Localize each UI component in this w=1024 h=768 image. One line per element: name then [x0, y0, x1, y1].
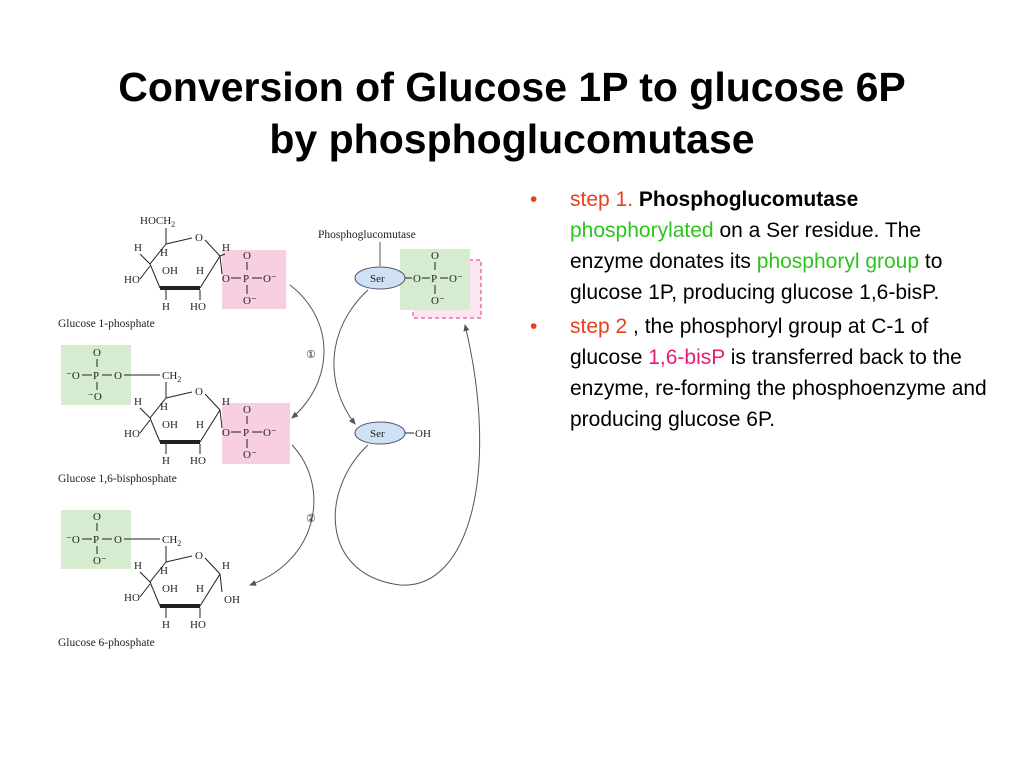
- svg-text:H: H: [196, 265, 204, 277]
- svg-text:HO: HO: [190, 619, 206, 631]
- svg-text:P: P: [93, 534, 99, 546]
- svg-text:H: H: [160, 401, 168, 413]
- bullet-text-segment: to glucose 1P, producing glucose 1,6-bis…: [570, 250, 943, 304]
- svg-text:⁻O: ⁻O: [66, 534, 80, 546]
- bullet-item-2: • step 2 , the phosphoryl group at C-1 of…: [530, 311, 990, 435]
- bullet-text-segment: on a Ser residue. The enzyme donates its: [570, 219, 922, 273]
- bullet-text-segment: Phosphoglucomutase: [638, 188, 859, 211]
- svg-text:O: O: [222, 427, 230, 439]
- svg-text:O⁻: O⁻: [449, 273, 463, 285]
- explanation-bullets: • step 1. Phosphoglucomutase phosphorylat…: [530, 184, 990, 438]
- svg-text:H: H: [134, 242, 142, 254]
- svg-text:O: O: [93, 511, 101, 523]
- svg-text:O⁻: O⁻: [93, 555, 107, 567]
- svg-text:HOCH2: HOCH2: [140, 215, 175, 229]
- svg-text:O: O: [243, 250, 251, 262]
- svg-text:O: O: [114, 370, 122, 382]
- bullet-marker: •: [530, 315, 538, 338]
- svg-text:OH: OH: [162, 583, 178, 595]
- phosphate-highlight-g6p: [61, 510, 131, 569]
- svg-text:O⁻: O⁻: [263, 273, 277, 285]
- svg-text:CH2: CH2: [162, 534, 181, 548]
- svg-text:⁻O: ⁻O: [88, 391, 102, 403]
- svg-text:O⁻: O⁻: [431, 295, 445, 307]
- enzyme-label: Phosphoglucomutase: [318, 229, 416, 241]
- bullet-text-segment: phosphoryl group: [756, 250, 920, 273]
- caption-glucose-1-phosphate: Glucose 1-phosphate: [58, 318, 155, 330]
- step2-arrow-to-g6p: [249, 444, 315, 586]
- bullet-text-segment: 1,6-bisP: [648, 346, 725, 369]
- svg-text:OH: OH: [224, 594, 240, 606]
- title-line-2: by phosphoglucomutase: [269, 116, 755, 163]
- svg-text:O: O: [195, 386, 203, 398]
- step1-arrow-enzyme-to-ser: [333, 289, 369, 425]
- svg-text:O: O: [431, 250, 439, 262]
- glucose-1-phosphate-structure: HOCH2 O H H HO OH H H HO H O P O⁻ O O⁻: [124, 215, 277, 313]
- svg-text:O: O: [195, 550, 203, 562]
- svg-text:H: H: [222, 242, 230, 254]
- svg-text:O⁻: O⁻: [243, 449, 257, 461]
- step1-arrow-to-bisphosphate: [289, 284, 325, 419]
- ser-oh-enzyme: Ser OH: [354, 421, 431, 445]
- bullet-item-1: • step 1. Phosphoglucomutase phosphorylat…: [530, 184, 990, 308]
- svg-text:H: H: [162, 619, 170, 631]
- svg-text:HO: HO: [124, 274, 140, 286]
- svg-text:Ser: Ser: [370, 428, 385, 440]
- svg-text:H: H: [134, 396, 142, 408]
- ser-phosphate-enzyme: Ser O P O⁻ O O⁻: [354, 250, 463, 307]
- svg-text:P: P: [431, 273, 437, 285]
- phosphate-highlight-g1p: [222, 250, 286, 309]
- svg-text:Ser: Ser: [370, 273, 385, 285]
- bullet-text-segment: , the phosphoryl group at C-1 of glucose: [570, 315, 929, 369]
- svg-text:O: O: [243, 404, 251, 416]
- svg-text:H: H: [160, 247, 168, 259]
- phosphate-highlight-g16bp-c6: [61, 345, 131, 405]
- svg-text:O⁻: O⁻: [263, 427, 277, 439]
- bullet-text-segment: is transferred back to the enzyme, re-fo…: [570, 346, 987, 431]
- caption-glucose-1-6-bisphosphate: Glucose 1,6-bisphosphate: [58, 473, 177, 485]
- step2-arrow-ser-regeneration: [334, 324, 481, 586]
- svg-text:P: P: [243, 427, 249, 439]
- svg-text:O: O: [195, 232, 203, 244]
- svg-text:P: P: [93, 370, 99, 382]
- phosphate-highlight-enzyme: [400, 249, 470, 310]
- svg-text:O: O: [114, 534, 122, 546]
- svg-text:O: O: [93, 347, 101, 359]
- svg-text:HO: HO: [124, 428, 140, 440]
- svg-text:H: H: [134, 560, 142, 572]
- svg-text:H: H: [196, 419, 204, 431]
- svg-text:O: O: [413, 273, 421, 285]
- svg-text:H: H: [222, 396, 230, 408]
- svg-text:OH: OH: [162, 419, 178, 431]
- svg-text:H: H: [162, 301, 170, 313]
- step2-marker: ②: [306, 513, 316, 525]
- svg-text:HO: HO: [190, 455, 206, 467]
- svg-text:CH2: CH2: [162, 370, 181, 384]
- glucose-1-6-bisphosphate-structure: ⁻O P O O ⁻O CH2 O H H HO OH H H HO H O P: [66, 347, 277, 467]
- svg-text:⁻O: ⁻O: [66, 370, 80, 382]
- slide-title: Conversion of Glucose 1P to glucose 6P b…: [40, 61, 984, 165]
- svg-text:HO: HO: [190, 301, 206, 313]
- step1-marker: ①: [306, 349, 316, 361]
- svg-text:O⁻: O⁻: [243, 295, 257, 307]
- bullet-marker: •: [530, 188, 538, 211]
- glucose-6-phosphate-structure: ⁻O P O O O⁻ CH2 O H H HO OH H H HO H OH: [66, 511, 240, 631]
- phosphate-highlight-g16bp-c1: [222, 403, 290, 464]
- svg-text:OH: OH: [162, 265, 178, 277]
- bullet-text-segment: phosphorylated: [570, 219, 714, 242]
- svg-text:H: H: [196, 583, 204, 595]
- title-line-1: Conversion of Glucose 1P to glucose 6P: [118, 64, 906, 111]
- svg-text:H: H: [160, 565, 168, 577]
- svg-text:HO: HO: [124, 592, 140, 604]
- svg-text:H: H: [222, 560, 230, 572]
- bullet-text-segment: step 1.: [570, 188, 639, 211]
- svg-text:OH: OH: [415, 428, 431, 440]
- svg-text:H: H: [162, 455, 170, 467]
- bullet-text-segment: step 2: [570, 315, 634, 338]
- svg-text:P: P: [243, 273, 249, 285]
- svg-text:O: O: [222, 273, 230, 285]
- caption-glucose-6-phosphate: Glucose 6-phosphate: [58, 637, 155, 649]
